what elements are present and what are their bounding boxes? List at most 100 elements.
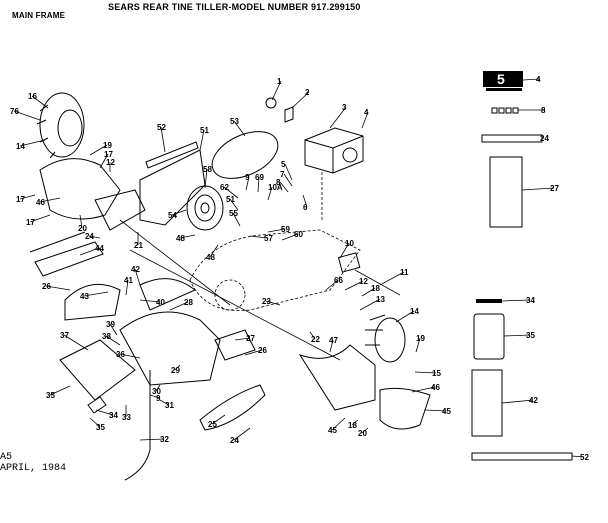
part-callout-5: 5	[281, 160, 286, 169]
leader-line	[234, 337, 251, 341]
decal-small	[476, 299, 502, 303]
leader-line	[13, 110, 41, 121]
leader-line	[109, 323, 118, 336]
leader-line	[339, 242, 350, 259]
part-callout-20: 20	[358, 429, 367, 438]
leader-line	[159, 399, 170, 406]
leader-line	[351, 419, 359, 426]
skid-plate	[29, 231, 86, 253]
leader-line	[361, 427, 369, 434]
part-callout-4: 4	[536, 75, 541, 84]
decal-strip	[481, 134, 543, 143]
part-callout-42: 42	[131, 265, 140, 274]
leader-line	[291, 91, 310, 109]
part-callout-43: 43	[80, 292, 89, 301]
part-callout-8: 8	[276, 178, 281, 187]
part-callout-62: 62	[220, 183, 229, 192]
part-callout-17: 17	[26, 218, 35, 227]
svg-text:5: 5	[497, 71, 505, 87]
part-callout-26: 26	[258, 346, 267, 355]
part-callout-46: 46	[36, 198, 45, 207]
part-callout-41: 41	[124, 276, 133, 285]
drive-belt	[211, 131, 279, 179]
control-box	[337, 252, 361, 273]
engine-cap	[265, 97, 277, 109]
leader-line	[83, 291, 109, 297]
part-callout-25: 25	[208, 420, 217, 429]
part-callout-11: 11	[400, 268, 409, 277]
part-callout-58: 58	[203, 165, 212, 174]
part-callout-14: 14	[16, 142, 25, 151]
leader-line	[160, 126, 166, 153]
part-callout-60: 60	[294, 230, 303, 239]
part-callout-15: 15	[432, 369, 441, 378]
part-callout-52: 52	[580, 453, 589, 462]
leader-line	[395, 310, 415, 323]
leader-line	[302, 194, 308, 208]
leader-line	[271, 80, 282, 101]
footer-code: A5	[0, 452, 13, 463]
part-callout-31: 31	[165, 401, 174, 410]
part-callout-44: 44	[95, 244, 104, 253]
diagram-title: SEARS REAR TINE TILLER-MODEL NUMBER 917.…	[108, 2, 361, 12]
leader-line	[199, 129, 205, 151]
part-callout-45: 45	[328, 426, 337, 435]
tine-set	[379, 387, 431, 430]
section-title: MAIN FRAME	[12, 11, 66, 20]
bracket	[284, 106, 294, 123]
part-callout-35: 35	[96, 423, 105, 432]
part-callout-69: 69	[255, 173, 264, 182]
part-callout-57: 57	[264, 234, 273, 243]
part-callout-30: 30	[152, 387, 161, 396]
part-callout-3: 3	[342, 103, 347, 112]
leader-line	[211, 414, 226, 425]
handle-bar	[124, 370, 151, 481]
leader-line	[257, 176, 260, 193]
leader-line	[45, 285, 71, 291]
leader-line	[329, 339, 334, 353]
part-callout-27: 27	[550, 184, 559, 193]
engine	[304, 127, 364, 222]
part-callout-19: 19	[103, 141, 112, 150]
part-callout-12: 12	[106, 158, 115, 167]
part-callout-66: 66	[334, 276, 343, 285]
leader-line	[88, 235, 101, 239]
part-callout-13: 13	[376, 295, 385, 304]
leader-line	[233, 120, 246, 137]
part-callout-14: 14	[410, 307, 419, 316]
leader-line	[139, 438, 165, 441]
leader-line	[309, 331, 316, 340]
part-callout-33: 33	[122, 413, 131, 422]
part-callout-21: 21	[134, 241, 143, 250]
part-callout-48: 48	[206, 253, 215, 262]
leader-line	[29, 214, 51, 223]
leader-line	[521, 187, 555, 191]
part-callout-59: 59	[281, 225, 290, 234]
leader-line	[139, 299, 161, 303]
part-callout-10: 10	[345, 239, 354, 248]
leader-line	[223, 186, 239, 199]
part-callout-40: 40	[156, 298, 165, 307]
leader-line	[49, 385, 71, 396]
leader-line	[125, 279, 129, 296]
leader-line	[331, 417, 346, 431]
skid-right	[199, 384, 266, 431]
leader-line	[229, 198, 239, 211]
part-callout-10A: 10A	[268, 183, 283, 192]
part-callout-51: 51	[200, 126, 209, 135]
leader-line	[245, 176, 250, 191]
part-callout-27: 27	[246, 334, 255, 343]
leader-line	[149, 394, 161, 399]
part-callout-9: 9	[156, 394, 161, 403]
decal-craftsman	[471, 452, 573, 461]
decal-instructions	[489, 156, 523, 228]
leader-line	[174, 364, 181, 371]
leader-line	[31, 95, 49, 109]
skid-plate	[34, 241, 104, 277]
leader-line	[284, 163, 293, 181]
right-tine-wheel	[365, 314, 406, 363]
decal-5: 5	[483, 71, 523, 91]
flap	[59, 339, 136, 401]
leader-line	[169, 301, 189, 311]
